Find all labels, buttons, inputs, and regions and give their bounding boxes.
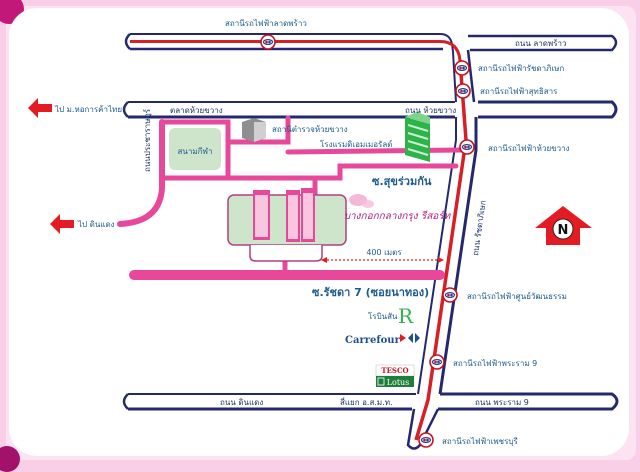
svg-text:สถานีรถไฟฟ้าเพชรบุรี: สถานีรถไฟฟ้าเพชรบุรี: [442, 437, 518, 446]
svg-text:ไป ดินแดง: ไป ดินแดง: [77, 220, 115, 229]
resort-compound[interactable]: [227, 188, 347, 262]
station-sutthisan[interactable]: สถานีรถไฟฟ้าสุทธิสาร: [455, 83, 558, 99]
soi-ratchada7-label: ซ.รัชดา 7 (ซอยนาทอง): [312, 286, 429, 299]
metro-station-icon: [260, 34, 276, 50]
road-huai-khwang: [122, 100, 618, 119]
hotel-label: โรงแรมดิเอมเมอรัลด์: [320, 139, 392, 149]
direction-to-din-daeng[interactable]: ไป ดินแดง: [50, 214, 115, 234]
station-lat-phrao[interactable]: [260, 34, 276, 50]
north-compass-icon: N: [535, 206, 592, 245]
station-thailand-cultural-centre[interactable]: สถานีรถไฟฟ้าศูนย์วัฒนธรรม: [442, 287, 567, 303]
stadium-park: [169, 128, 221, 170]
road-label-pracharat: ถนนประชาราษฎร์: [142, 108, 152, 172]
road-label-huai-khwang: ถนน ห้วยขวาง: [405, 106, 456, 115]
station-label: สถานีรถไฟฟ้าลาดพร้าว: [225, 19, 307, 28]
svg-text:Carrefour: Carrefour: [345, 335, 401, 346]
police-station-icon: [242, 118, 266, 142]
svg-text:สถานีรถไฟฟ้าศูนย์วัฒนธรรม: สถานีรถไฟฟ้าศูนย์วัฒนธรรม: [467, 291, 567, 302]
station-ratchadaphisek[interactable]: สถานีรถไฟฟ้ารัชดาภิเษก: [454, 60, 564, 76]
road-rama9: [122, 392, 619, 411]
metro-line-segment: [130, 40, 462, 61]
direction-to-utcc[interactable]: ไป ม.หอการค้าไทย: [28, 98, 122, 118]
road-label-junction: สี่แยก อ.ส.ม.ท.: [340, 396, 393, 407]
resort-name: บางกอกกลางกรุง รีสอร์ท: [344, 210, 452, 222]
road-label-ratchadaphisek: ถนน รัชดาภิเษก: [471, 200, 488, 257]
metro-station-icon: [454, 60, 470, 76]
tesco-logo-text: TESCO: [381, 366, 408, 375]
station-phetchaburi[interactable]: สถานีรถไฟฟ้าเพชรบุรี: [418, 432, 518, 448]
butterfly-icon: [349, 194, 374, 208]
svg-text:สถานีรถไฟฟ้ารัชดาภิเษก: สถานีรถไฟฟ้ารัชดาภิเษก: [478, 64, 564, 73]
road-label-market: ตลาดห้วยขวาง: [170, 106, 223, 115]
metro-station-icon: [455, 83, 471, 99]
svg-text:สถานีรถไฟฟ้าห้วยขวาง: สถานีรถไฟฟ้าห้วยขวาง: [488, 144, 570, 153]
station-rama9[interactable]: สถานีรถไฟฟ้าพระราม 9: [429, 354, 537, 370]
stadium-label: สนามกีฬา: [178, 147, 213, 156]
robinson-logo-icon: R: [398, 304, 414, 328]
road-ratchadaphisek: [406, 49, 478, 450]
soi-network: [117, 115, 465, 280]
road-label-lat-phrao: ถนน ลาดพร้าว: [515, 39, 566, 48]
metro-station-icon: [418, 432, 434, 448]
hotel-building-icon: [405, 112, 430, 162]
metro-station-icon: [429, 354, 445, 370]
svg-text:โรบินสัน: โรบินสัน: [368, 311, 398, 321]
svg-text:ไป ม.หอการค้าไทย: ไป ม.หอการค้าไทย: [54, 105, 122, 114]
police-station-label: สถานีตำรวจห้วยขวาง: [272, 125, 348, 134]
road-label-rama9: ถนน พระราม 9: [475, 398, 529, 407]
lotus-flower-icon: [377, 377, 385, 386]
lotus-logo-text: Lotus: [387, 378, 410, 387]
metro-station-icon: [459, 139, 475, 155]
metro-line-segment: [414, 59, 468, 441]
robinson-landmark[interactable]: โรบินสัน R: [368, 304, 414, 328]
station-huai-khwang[interactable]: สถานีรถไฟฟ้าห้วยขวาง: [459, 139, 570, 155]
resort-building-icon: [253, 188, 315, 242]
svg-text:สถานีรถไฟฟ้าพระราม 9: สถานีรถไฟฟ้าพระราม 9: [453, 359, 537, 368]
arrow-left-icon: [28, 98, 52, 118]
carrefour-landmark[interactable]: Carrefour: [345, 333, 420, 346]
road-label-din-daeng: ถนน ดินแดง: [220, 398, 263, 407]
svg-text:400 เมตร: 400 เมตร: [366, 248, 402, 257]
tesco-lotus-landmark[interactable]: TESCO Lotus: [375, 364, 415, 387]
arrow-left-icon: [50, 214, 74, 234]
distance-marker: 400 เมตร: [321, 248, 444, 263]
soi-sukruamkan-label: ซ.สุขร่วมกัน: [372, 175, 432, 189]
metro-station-icon: [442, 287, 458, 303]
carrefour-logo-icon: [400, 333, 420, 343]
svg-text:สถานีรถไฟฟ้าสุทธิสาร: สถานีรถไฟฟ้าสุทธิสาร: [480, 87, 558, 96]
svg-text:N: N: [558, 223, 569, 238]
